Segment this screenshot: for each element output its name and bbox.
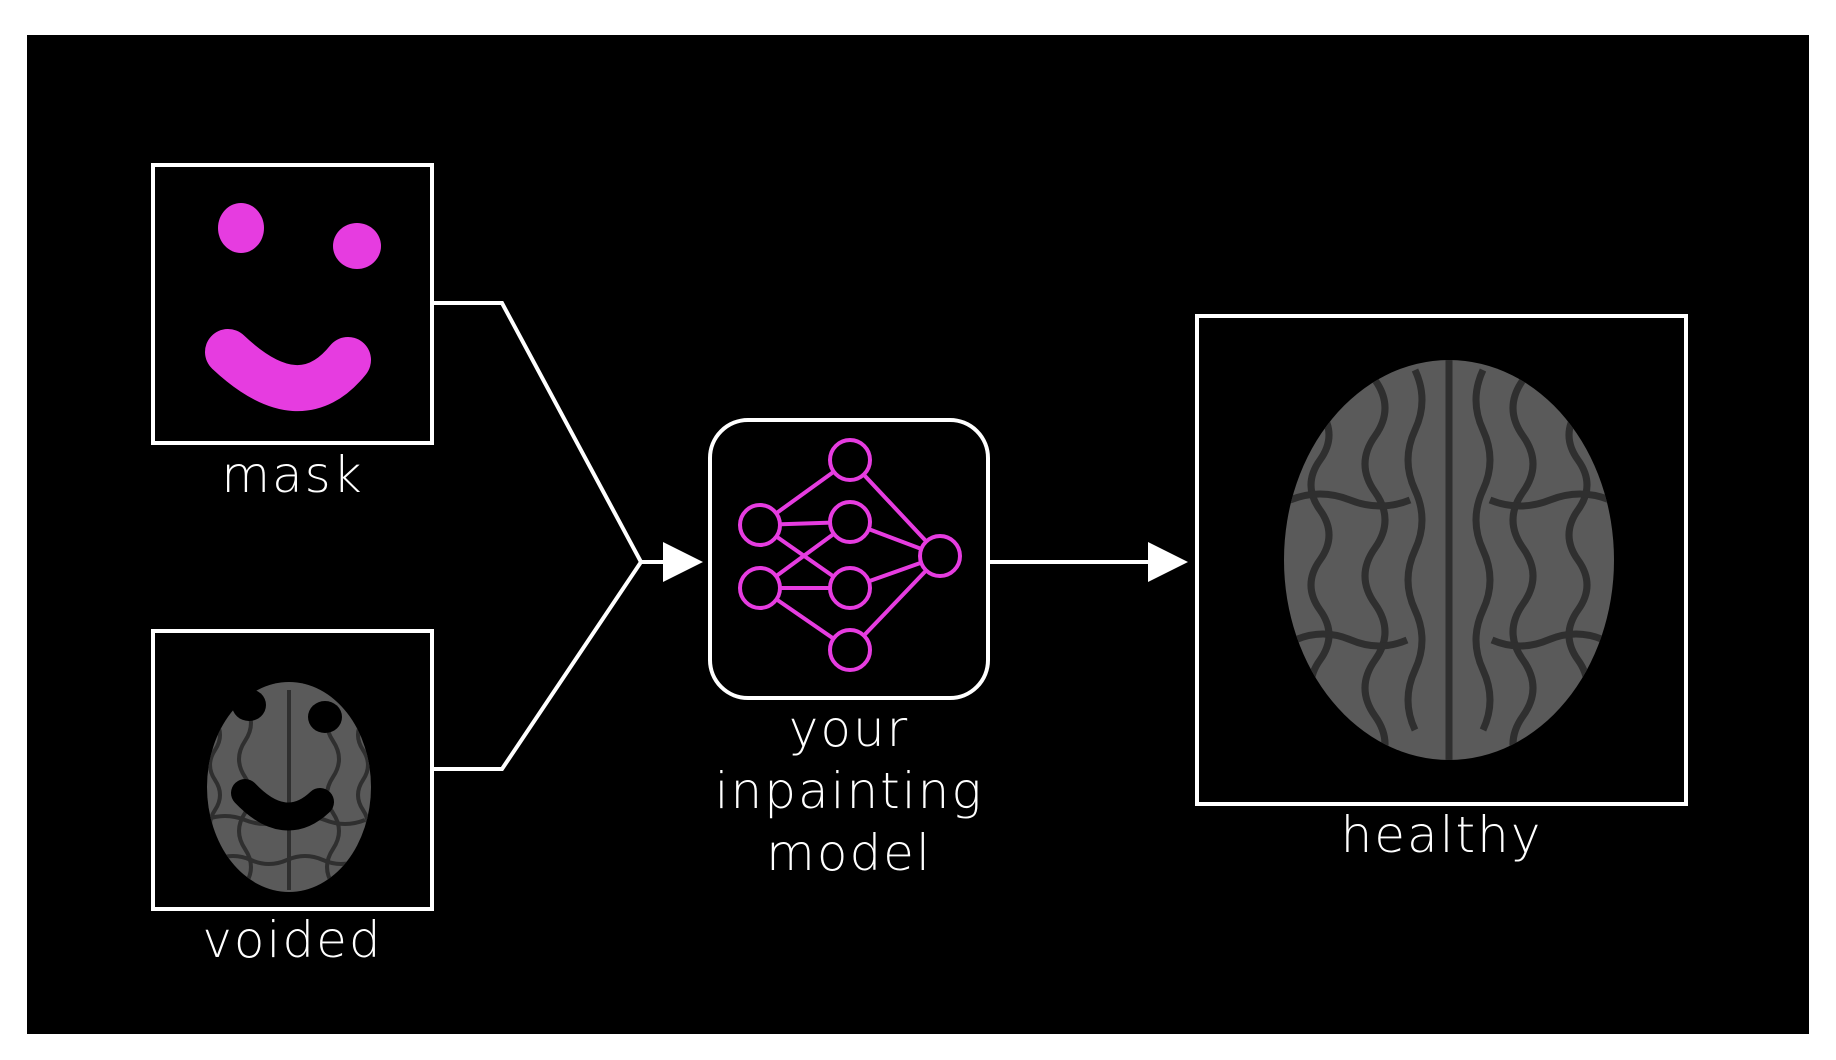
model-label-line-2: inpainting — [714, 762, 984, 820]
model-box — [708, 418, 990, 700]
healthy-label: healthy — [1340, 806, 1543, 864]
neural-network-icon — [738, 438, 962, 672]
healthy-box — [1195, 314, 1688, 806]
mask-label: mask — [221, 446, 364, 504]
brain-scan-icon — [1284, 360, 1614, 760]
smiley-mask-icon — [205, 203, 381, 412]
voided-box — [151, 629, 434, 911]
input-connectors — [432, 301, 703, 771]
voided-label: voided — [202, 911, 383, 969]
model-label-line-3: model — [766, 824, 932, 882]
model-label-line-1: your — [788, 700, 910, 758]
mask-box — [151, 163, 434, 445]
model-label: your inpainting model — [690, 698, 1008, 884]
voided-brain-icon — [207, 682, 371, 892]
